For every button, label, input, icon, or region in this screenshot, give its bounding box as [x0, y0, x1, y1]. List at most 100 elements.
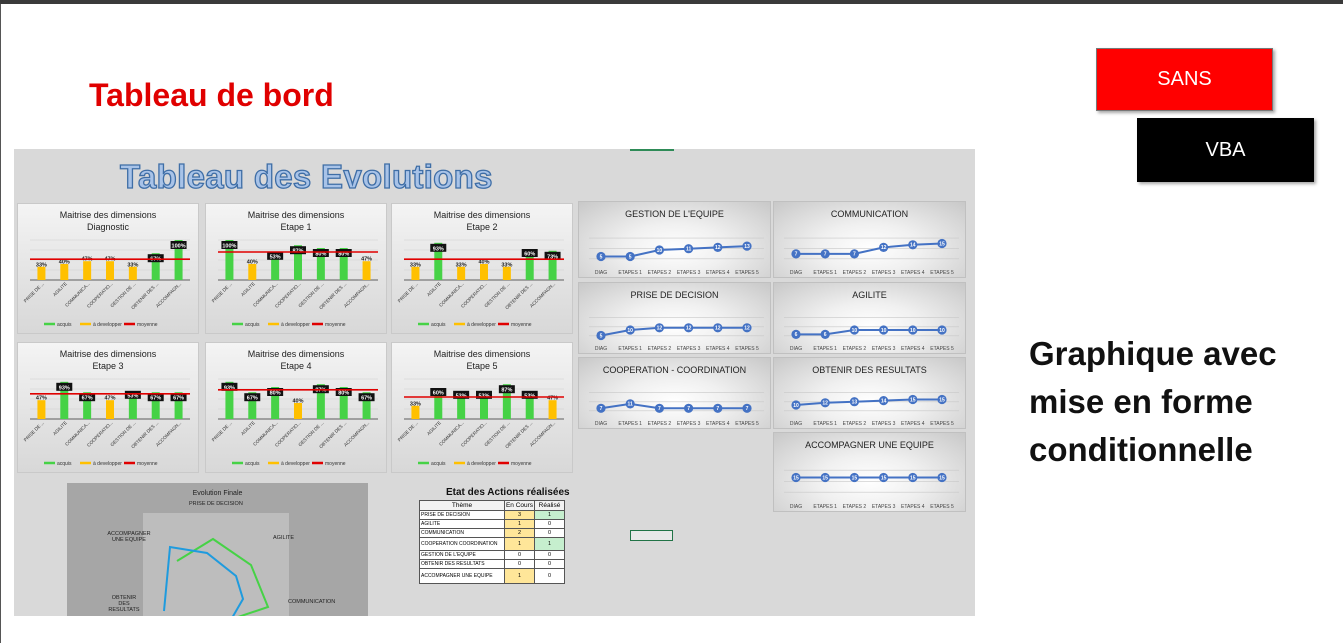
data-label-box — [430, 243, 447, 252]
legend-label: moyenne — [325, 322, 346, 328]
point-label: 12 — [881, 245, 887, 251]
point-label: 12 — [715, 326, 721, 332]
table-cell-realise: 0 — [534, 528, 565, 538]
data-point — [625, 399, 635, 409]
table-cell-theme: AGILITE — [419, 519, 505, 529]
data-point — [684, 403, 694, 413]
chart-title: OBTENIR DES RESULTATS — [812, 365, 927, 375]
table-cell-theme: OBTENIR DES RESULTATS — [419, 559, 505, 569]
point-label: 7 — [658, 406, 661, 412]
point-label: 10 — [627, 328, 633, 334]
series-line — [796, 242, 943, 255]
category-label: AGILITE — [426, 420, 442, 436]
developper-bar — [548, 400, 557, 419]
x-axis-label: ETAPES 3 — [872, 346, 896, 352]
data-label: 100% — [172, 244, 186, 250]
point-label: 7 — [716, 406, 719, 412]
category-label: PRISE DE ... — [397, 420, 419, 442]
x-axis-label: DIAG — [595, 270, 607, 276]
point-label: 11 — [628, 402, 634, 408]
x-axis-label: DIAG — [790, 270, 802, 276]
x-axis-label: ETAPES 5 — [930, 270, 954, 276]
chart-title: COMMUNICATION — [830, 209, 909, 219]
data-label-box — [147, 393, 164, 402]
data-label: 47% — [36, 396, 47, 402]
x-axis-label: DIAG — [790, 346, 802, 352]
data-point — [937, 394, 947, 405]
x-axis-label: ETAPES 2 — [843, 270, 867, 276]
x-axis-label: ETAPES 4 — [706, 270, 730, 276]
point-label: 7 — [795, 252, 798, 258]
table-cell-realise: 1 — [534, 537, 565, 551]
point-label: 15 — [910, 475, 916, 481]
data-label-box — [544, 251, 561, 260]
data-point — [937, 325, 947, 335]
point-label: 10 — [939, 328, 945, 334]
table-cell-theme: COMMUNICATION — [419, 528, 505, 538]
series-line — [795, 398, 942, 406]
table-cell-en-cours: 1 — [504, 519, 535, 529]
category-label: PRISE DE ... — [23, 281, 45, 303]
data-label-box — [244, 393, 261, 402]
bar-chart-svg: 47%PRISE DE ...93%AGILITE67%COMMUNICA...… — [23, 378, 190, 467]
point-label: 12 — [715, 245, 721, 251]
x-axis-label: ETAPES 2 — [648, 346, 672, 352]
data-point — [849, 325, 859, 335]
table-cell-theme: GESTION DE L'EQUIPE — [419, 550, 505, 560]
left-border — [0, 4, 1, 643]
data-label-box — [521, 390, 538, 399]
data-label: 67% — [173, 396, 184, 402]
acquis-bar — [83, 392, 92, 419]
radar-axis-label: PRISE DE DECISION — [189, 501, 243, 507]
category-label: ACCOMPAGN... — [155, 281, 182, 308]
data-point — [742, 241, 752, 251]
legend-label: acquis — [57, 461, 72, 467]
data-label: 53% — [127, 393, 138, 399]
category-label: ACCOMPAGN... — [529, 281, 556, 308]
category-label: AGILITE — [52, 281, 68, 297]
legend-label: acquis — [245, 461, 260, 467]
x-axis-label: DIAG — [790, 504, 802, 510]
data-point — [684, 244, 694, 254]
developper-bar — [37, 266, 46, 280]
selected-cell[interactable] — [630, 530, 673, 541]
legend-label: à developper — [281, 461, 310, 467]
developper-bar — [106, 261, 114, 280]
point-label: 15 — [939, 397, 945, 403]
x-axis-label: ETAPES 5 — [930, 421, 954, 427]
data-label-box — [498, 385, 515, 394]
data-label: 67% — [361, 396, 372, 402]
table-header: Thème — [419, 500, 505, 511]
radar-axis-label: COMMUNICATION — [288, 599, 336, 605]
data-label: 93% — [433, 246, 444, 252]
vba-button[interactable]: VBA — [1137, 118, 1314, 182]
table-cell-theme: PRISE DE DECISION — [419, 510, 505, 520]
developper-bar — [294, 403, 302, 419]
data-label: 47% — [104, 396, 115, 402]
side-caption: Graphique avec mise en forme conditionne… — [1029, 335, 1277, 468]
point-label: 15 — [939, 475, 945, 481]
legend-label: acquis — [245, 322, 260, 328]
acquis-bar — [362, 392, 371, 419]
x-axis-label: ETAPES 1 — [618, 270, 642, 276]
data-label: 100% — [222, 244, 236, 250]
table-cell-realise: 0 — [534, 550, 565, 560]
chart-title-text: Maitrise des dimensions — [433, 210, 531, 220]
acquis-bar — [151, 392, 160, 419]
point-label: 10 — [793, 403, 799, 409]
chart-title-text: Maitrise des dimensions — [59, 349, 157, 359]
acquis-bar — [225, 381, 234, 419]
sans-button[interactable]: SANS — [1096, 48, 1273, 111]
table-header: En Cours — [504, 500, 535, 511]
data-point — [654, 323, 664, 333]
